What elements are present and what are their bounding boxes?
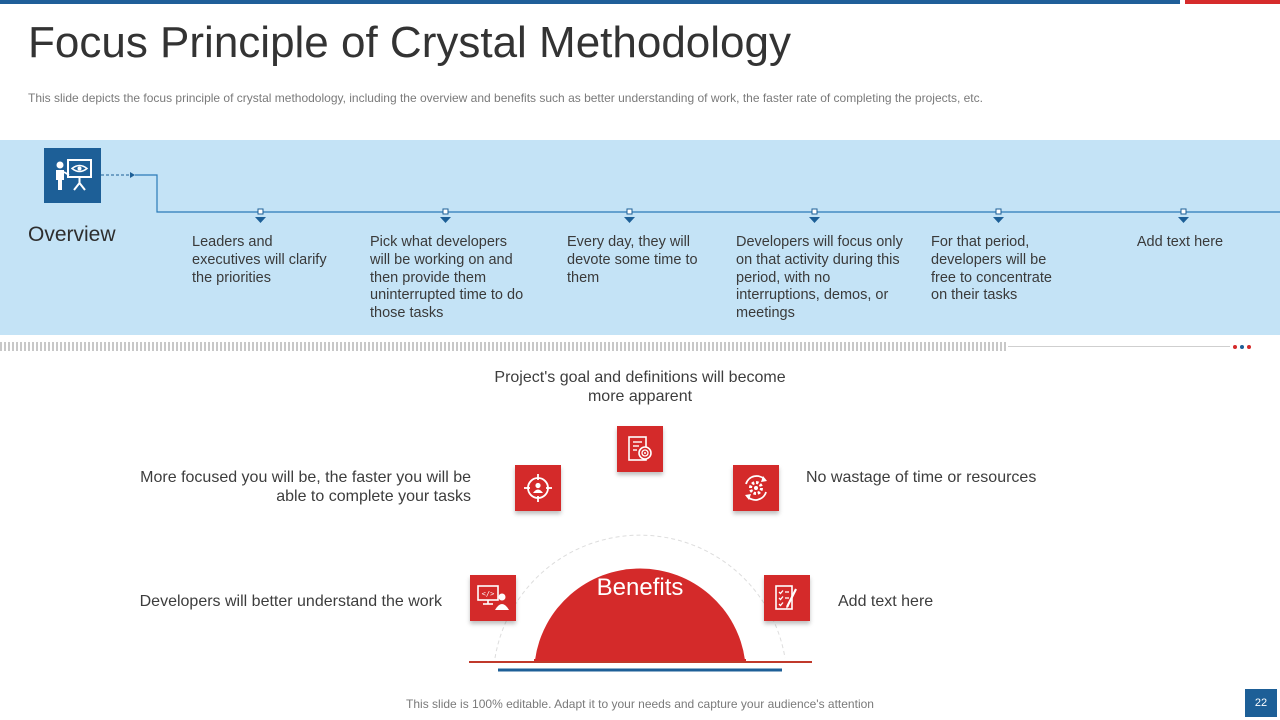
svg-text:</>: </> [482, 590, 495, 598]
target-person-icon [515, 465, 561, 511]
divider-dot-red [1233, 345, 1237, 349]
section-divider [0, 342, 1008, 351]
overview-band [0, 140, 1280, 335]
checklist-target-icon [617, 426, 663, 472]
benefit-text-wastage: No wastage of time or resources [806, 469, 1037, 486]
overview-label: Overview [28, 223, 116, 246]
timeline-marker-2 [440, 208, 451, 223]
document-pen-icon [764, 575, 810, 621]
overview-step-3: Every day, they will devote some time to… [567, 234, 698, 286]
benefit-text-goal: Project's goal and definitions will beco… [494, 369, 786, 405]
benefit-text-focus: More focused you will be, the faster you… [140, 469, 471, 505]
divider-dot-blue [1240, 345, 1244, 349]
overview-step-2: Pick what developers will be working on … [370, 234, 524, 322]
timeline-marker-3 [624, 208, 635, 223]
overview-step-5: For that period, developers will be free… [931, 234, 1052, 304]
timeline-marker-5 [993, 208, 1004, 223]
timeline-markers [255, 208, 1189, 223]
top-accent-bar-blue [0, 0, 1180, 4]
overview-step-4: Developers will focus only on that activ… [736, 234, 903, 322]
slide-subtitle: This slide depicts the focus principle o… [28, 91, 983, 105]
gear-cycle-icon [733, 465, 779, 511]
timeline-marker-4 [809, 208, 820, 223]
developer-screen-icon: </> [470, 575, 516, 621]
slide-footer: This slide is 100% editable. Adapt it to… [406, 697, 874, 711]
benefits-center-disc [535, 568, 745, 660]
benefits-center-label: Benefits [596, 574, 684, 601]
overview-step-1: Leaders and executives will clarify the … [192, 234, 327, 286]
timeline-marker-1 [255, 208, 266, 223]
overview-step-6: Add text here [1136, 234, 1224, 250]
timeline-marker-6 [1178, 208, 1189, 223]
overview-timeline [101, 172, 1280, 223]
presentation-eye-icon [44, 148, 101, 203]
top-accent-bar-red [1185, 0, 1280, 4]
benefits-diagram [469, 534, 812, 672]
section-divider-line [1008, 346, 1230, 347]
slide-title: Focus Principle of Crystal Methodology [28, 18, 791, 67]
divider-dot-red-2 [1247, 345, 1251, 349]
benefit-text-understand: Developers will better understand the wo… [139, 593, 442, 610]
page-number: 22 [1245, 689, 1277, 717]
benefit-text-add: Add text here [838, 593, 934, 610]
